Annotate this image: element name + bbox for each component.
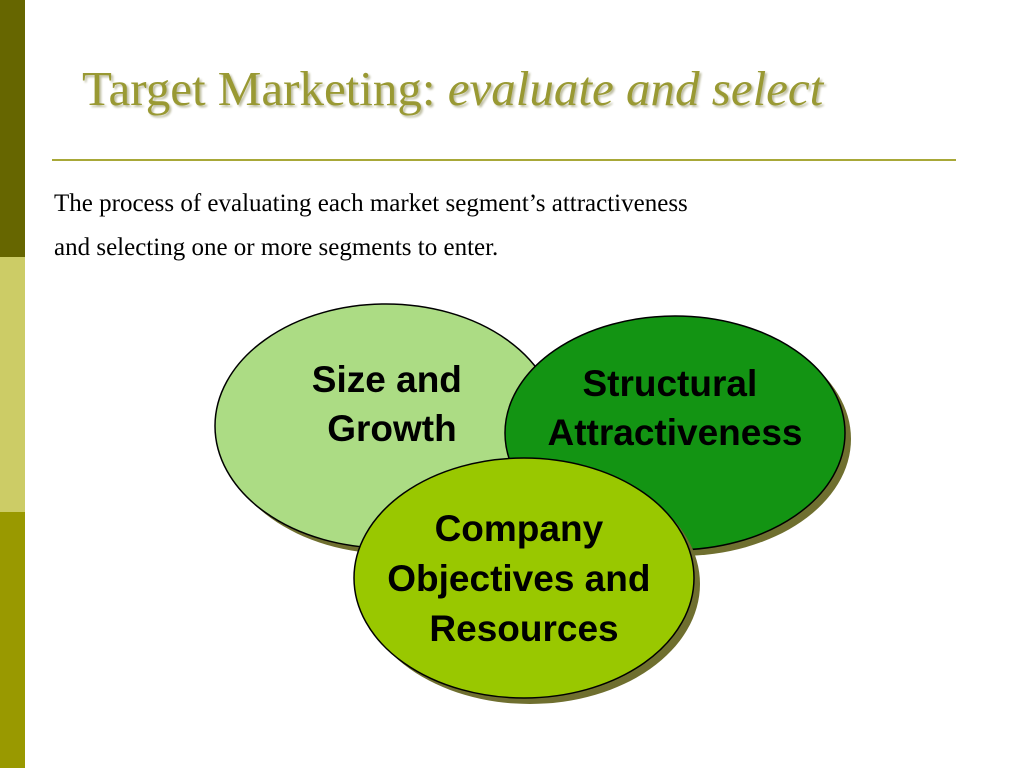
- sidebar-stripe-top: [0, 0, 25, 257]
- circle-size-growth-line-2: Growth: [327, 408, 456, 449]
- title-subtitle: evaluate and select: [447, 61, 824, 116]
- circle-company-line-3: Resources: [429, 608, 618, 649]
- sidebar-stripe-middle: [0, 257, 25, 512]
- slide-title: Target Marketing: evaluate and select: [82, 62, 823, 116]
- description-line-1: The process of evaluating each market se…: [54, 190, 688, 217]
- circle-structural-label: Structural Attractiveness: [547, 363, 802, 453]
- circle-structural-line-2: Attractiveness: [547, 412, 802, 453]
- circle-structural-line-1: Structural: [582, 363, 757, 404]
- circle-company-shape: [353, 457, 695, 699]
- title-main: Target Marketing:: [82, 61, 448, 116]
- circle-company-line-1: Company: [435, 508, 604, 549]
- circle-size-growth-label: Size and Growth: [312, 359, 472, 449]
- description-line-2: and selecting one or more segments to en…: [54, 234, 499, 261]
- slide-description: The process of evaluating each market se…: [54, 182, 954, 270]
- title-divider: [52, 159, 956, 161]
- circle-company: Company Objectives and Resources: [353, 457, 700, 704]
- circle-company-line-2: Objectives and: [387, 558, 650, 599]
- circle-company-label: Company Objectives and Resources: [387, 508, 661, 649]
- circle-size-growth-line-1: Size and: [312, 359, 462, 400]
- sidebar-stripe-bottom: [0, 512, 25, 768]
